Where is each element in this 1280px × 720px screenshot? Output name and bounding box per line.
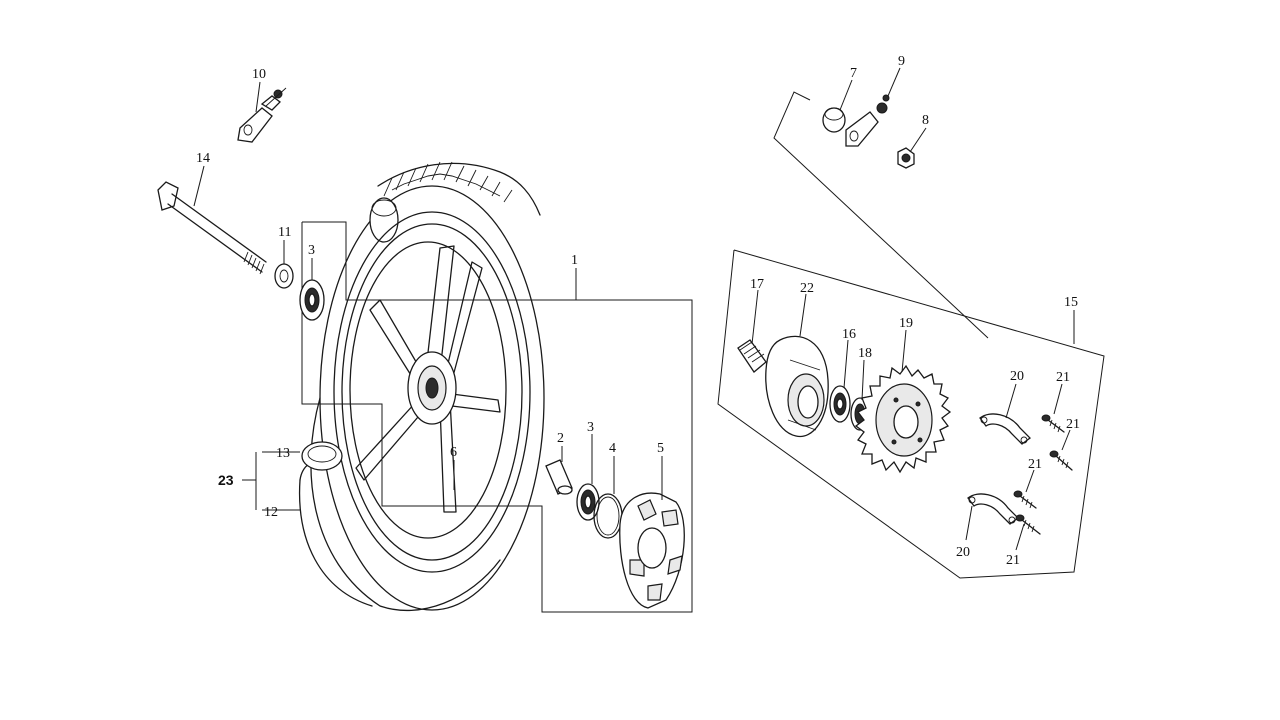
- label-part-4: 4: [609, 441, 616, 456]
- label-part-13: 13: [276, 446, 290, 461]
- label-part-11: 11: [278, 225, 291, 240]
- bearing-upper: [299, 279, 325, 321]
- label-part-3-upper: 3: [308, 243, 315, 258]
- stud-bolt-17: [737, 339, 767, 373]
- label-part-20-upper: 20: [1010, 369, 1024, 384]
- spacer-11: [274, 263, 294, 289]
- wheel-spokes: [355, 245, 501, 513]
- lock-plate-upper: [979, 413, 1031, 445]
- label-part-9: 9: [898, 54, 905, 69]
- label-part-14: 14: [196, 151, 210, 166]
- axle: [157, 181, 267, 275]
- label-part-21-b: 21: [1066, 417, 1080, 432]
- label-part-21-a: 21: [1056, 370, 1070, 385]
- callout-frame-1: [301, 221, 693, 613]
- label-part-15: 15: [1064, 295, 1078, 310]
- part-labels: 1 2 3 3 4 5 6 7 8 9 10 11 12 13 14 15 16…: [196, 54, 1080, 568]
- nut-8: [897, 147, 915, 169]
- label-part-1: 1: [571, 253, 578, 268]
- label-part-20-lower: 20: [956, 545, 970, 560]
- o-ring: [593, 493, 623, 539]
- bolt-21-a: [1041, 414, 1065, 433]
- label-part-10: 10: [252, 67, 266, 82]
- label-part-21-d: 21: [1006, 553, 1020, 568]
- collar-2: [545, 459, 573, 495]
- label-part-7: 7: [850, 66, 857, 81]
- label-part-17: 17: [750, 277, 764, 292]
- leader-lines: [193, 67, 1075, 551]
- axle-adjuster: [237, 87, 287, 143]
- rim: [333, 211, 531, 573]
- bearing-16: [829, 385, 851, 423]
- label-part-3-lower: 3: [587, 420, 594, 435]
- inner-tube: [298, 441, 373, 607]
- wheel-hub: [407, 351, 457, 425]
- label-part-18: 18: [858, 346, 872, 361]
- label-part-2: 2: [557, 431, 564, 446]
- spacer-7: [822, 107, 846, 133]
- adjuster-9: [845, 94, 890, 147]
- callout-frame-15: [717, 249, 1105, 579]
- label-part-23: 23: [218, 472, 234, 488]
- label-part-19: 19: [899, 316, 913, 331]
- label-part-22: 22: [800, 281, 814, 296]
- lock-plate-lower: [967, 493, 1019, 525]
- label-part-16: 16: [842, 327, 856, 342]
- bearing-lower: [576, 483, 600, 521]
- bolt-21-c: [1013, 490, 1037, 509]
- tire: [310, 161, 545, 612]
- bolt-21-b: [1049, 450, 1073, 471]
- bolt-21-d: [1015, 514, 1041, 535]
- label-part-6: 6: [450, 445, 457, 460]
- sprocket-19: [854, 364, 952, 474]
- label-part-8: 8: [922, 113, 929, 128]
- label-part-21-c: 21: [1028, 457, 1042, 472]
- sprocket-flange: [765, 335, 829, 438]
- damper-rubber: [619, 492, 685, 609]
- label-part-5: 5: [657, 441, 664, 456]
- label-part-12: 12: [264, 505, 278, 520]
- callout-frame-upper: [773, 91, 989, 339]
